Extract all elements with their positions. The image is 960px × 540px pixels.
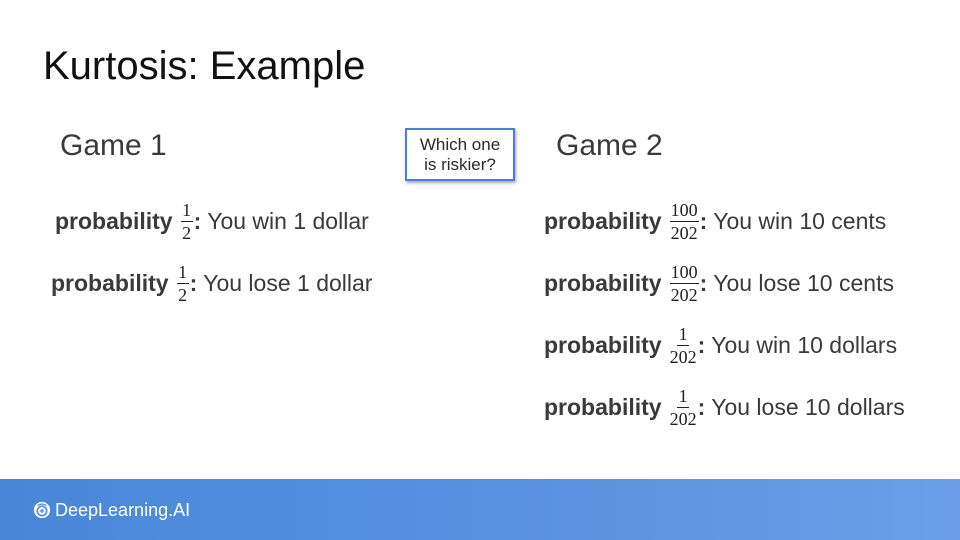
colon: :	[193, 207, 202, 234]
fraction-numerator: 1	[677, 385, 690, 408]
probability-fraction: 1 2	[176, 261, 189, 305]
outcome-text: You lose 1 dollar	[203, 269, 373, 296]
outcome-text: You win 1 dollar	[207, 207, 369, 234]
colon: :	[189, 269, 198, 296]
fraction-numerator: 100	[669, 199, 699, 222]
outcome-text: You win 10 cents	[713, 207, 887, 234]
brand-name: DeepLearning.AI	[55, 500, 191, 520]
fraction-denominator: 202	[669, 408, 697, 429]
probability-fraction: 100 202	[669, 261, 699, 305]
fraction-denominator: 2	[182, 222, 192, 243]
fraction-denominator: 2	[178, 284, 188, 305]
game1-outcome-row: probability 1 2 : You lose 1 dollar	[51, 259, 372, 307]
game2-outcome-row: probability 1 202 : You win 10 dollars	[544, 321, 897, 369]
outcome-text: You win 10 dollars	[711, 331, 898, 358]
outcome-text: You lose 10 cents	[713, 269, 894, 296]
fraction-denominator: 202	[670, 222, 698, 243]
question-line-1: Which one	[419, 134, 501, 154]
game1-heading: Game 1	[60, 129, 167, 162]
fraction-numerator: 1	[677, 323, 690, 346]
colon: :	[697, 331, 706, 358]
game2-outcome-row: probability 100 202 : You lose 10 cents	[544, 259, 894, 307]
fraction-numerator: 100	[669, 261, 699, 284]
probability-label: probability	[544, 269, 662, 296]
fraction-numerator: 1	[176, 261, 189, 284]
probability-label: probability	[55, 207, 173, 234]
deeplearning-logo-icon	[33, 501, 51, 519]
fraction-denominator: 202	[670, 284, 698, 305]
probability-fraction: 1 202	[670, 324, 697, 367]
question-line-2: is riskier?	[424, 154, 496, 174]
fraction-numerator: 1	[180, 199, 193, 222]
colon: :	[699, 207, 708, 234]
fraction-denominator: 202	[669, 346, 697, 367]
colon: :	[699, 269, 708, 296]
brand: DeepLearning.AI	[33, 499, 190, 521]
probability-label: probability	[544, 331, 662, 358]
probability-label: probability	[544, 207, 662, 234]
probability-fraction: 1 202	[670, 386, 697, 429]
probability-label: probability	[51, 269, 169, 296]
game2-heading: Game 2	[556, 129, 663, 162]
game1-outcome-row: probability 1 2 : You win 1 dollar	[55, 197, 369, 245]
footer-bar	[0, 479, 960, 540]
colon: :	[697, 393, 706, 420]
question-callout: Which one is riskier?	[405, 128, 515, 181]
game2-outcome-row: probability 1 202 : You lose 10 dollars	[544, 383, 905, 431]
probability-fraction: 1 2	[180, 199, 193, 243]
slide-title: Kurtosis: Example	[43, 44, 366, 88]
probability-label: probability	[544, 393, 662, 420]
outcome-text: You lose 10 dollars	[711, 393, 905, 420]
game2-outcome-row: probability 100 202 : You win 10 cents	[544, 197, 886, 245]
probability-fraction: 100 202	[669, 199, 699, 243]
